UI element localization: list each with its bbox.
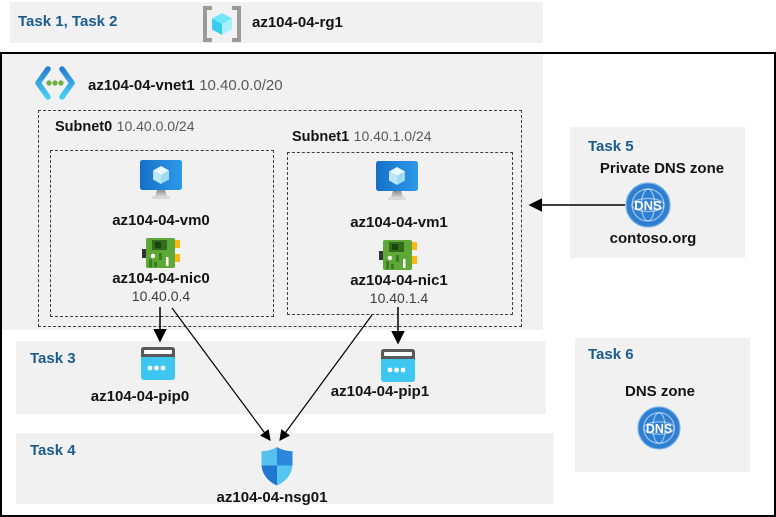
subnet0-label: Subnet0 10.40.0.0/24 xyxy=(55,118,195,136)
resource-group-name: az104-04-rg1 xyxy=(252,14,343,31)
private-dns-zone-title: Private DNS zone xyxy=(599,160,725,177)
vm1-icon xyxy=(376,161,418,200)
subnet1-label: Subnet1 10.40.1.0/24 xyxy=(292,128,432,146)
resource-group-icon xyxy=(203,6,241,42)
private-dns-icon-text: DNS xyxy=(634,198,662,213)
pip1-icon xyxy=(381,349,415,382)
vnet-name: az104-04-vnet1 xyxy=(88,77,195,94)
virtual-network-icon xyxy=(35,66,75,100)
dns-zone-title: DNS zone xyxy=(624,383,695,400)
diagram-frame xyxy=(0,52,776,517)
vnet-label: az104-04-vnet1 10.40.0.0/20 xyxy=(88,77,283,95)
nic0-name: az104-04-nic0 xyxy=(112,270,210,287)
nic0-ip: 10.40.0.4 xyxy=(131,288,191,304)
vm0-icon xyxy=(140,160,182,199)
subnet0-name: Subnet0 xyxy=(55,119,113,135)
resource-group-band xyxy=(10,2,543,43)
subnet0-cidr: 10.40.0.0/24 xyxy=(116,118,195,134)
subnet1-name: Subnet1 xyxy=(292,129,350,145)
nsg-name: az104-04-nsg01 xyxy=(216,489,328,506)
vm1-name: az104-04-vm1 xyxy=(350,214,448,231)
tasks-1-2-label: Task 1, Task 2 xyxy=(18,13,118,30)
vnet-cidr: 10.40.0.0/20 xyxy=(199,77,283,94)
nic1-ip: 10.40.1.4 xyxy=(369,290,429,306)
subnet1-cidr: 10.40.1.0/24 xyxy=(353,128,432,144)
task6-panel xyxy=(575,338,750,472)
task5-label: Task 5 xyxy=(588,138,634,155)
task4-label: Task 4 xyxy=(30,442,76,459)
nic1-icon xyxy=(379,240,417,270)
vm0-name: az104-04-vm0 xyxy=(112,212,210,229)
nsg-icon xyxy=(261,447,293,486)
private-dns-zone-name: contoso.org xyxy=(609,230,697,247)
subnet0-dashed-box xyxy=(50,150,274,317)
vnet-panel xyxy=(2,54,543,330)
nic0-icon xyxy=(142,238,180,268)
pip0-icon xyxy=(141,347,175,380)
nic1-name: az104-04-nic1 xyxy=(350,272,448,289)
task3-label: Task 3 xyxy=(30,350,76,367)
dns-zone-icon: DNS xyxy=(637,406,681,450)
dns-zone-icon-text: DNS xyxy=(646,422,672,436)
task6-label: Task 6 xyxy=(588,346,634,363)
private-dns-icon: DNS xyxy=(625,182,671,228)
pip1-name: az104-04-pip1 xyxy=(330,383,430,400)
subnet1-dashed-box xyxy=(287,152,513,315)
pip0-name: az104-04-pip0 xyxy=(90,388,190,405)
